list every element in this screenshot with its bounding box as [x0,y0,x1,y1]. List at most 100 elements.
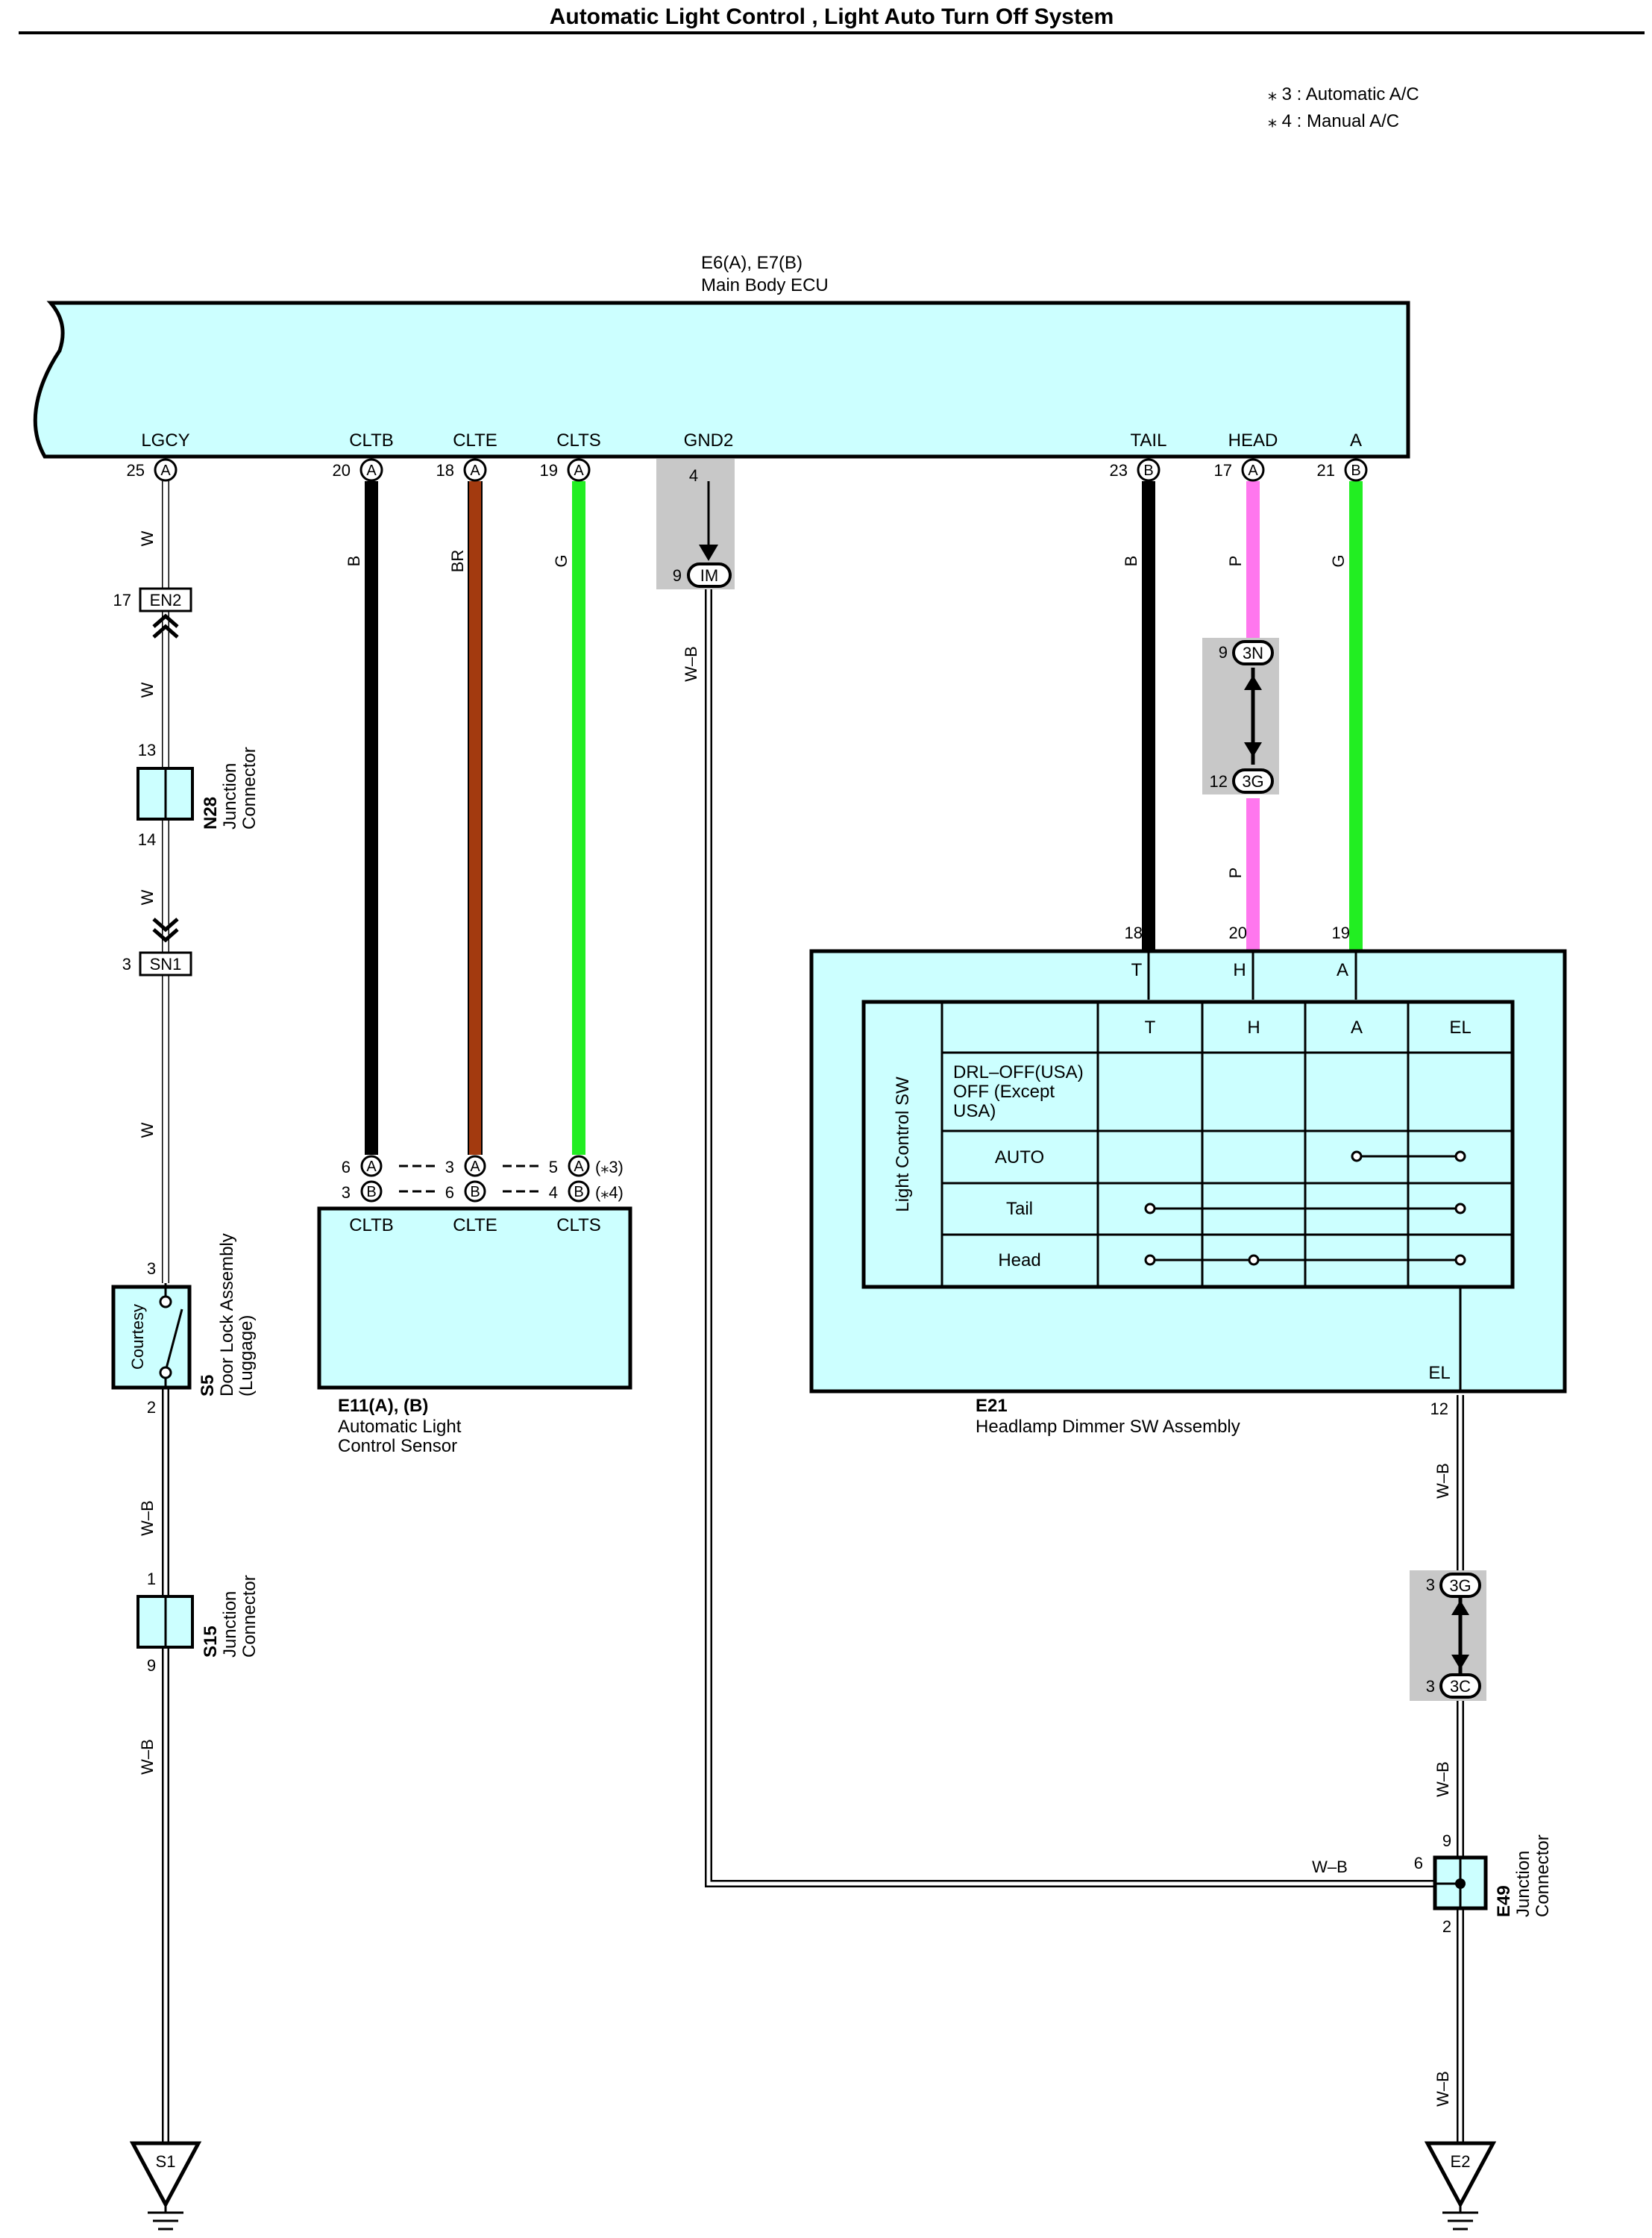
sensor-row-b-pin-2: 6 [445,1183,454,1202]
connector-sn1-pin: 3 [122,955,131,974]
s15-name-line1: Junction [220,1591,240,1658]
ecu-pin-clts-num: 19 [540,461,558,480]
wire-label-wb-s15: W–B [138,1739,157,1775]
wire-label-br-clte: BR [448,550,467,573]
e49-name-line1: Junction [1513,1851,1533,1917]
sensor-terminal-clts: CLTS [556,1215,601,1235]
connector-3g-el-pin: 3 [1426,1576,1435,1594]
connector-3n-pin: 9 [1219,643,1228,662]
n28-pin-top: 13 [138,741,156,759]
ecu-terminal-clts: CLTS [556,430,601,451]
dimmer-pin-a: 19 [1332,924,1350,942]
connector-3n: 9 3N [1219,640,1274,665]
n28-pin-bot: 14 [138,830,156,849]
sensor-row-a-conn-2: A [470,1159,480,1175]
ecu-terminal-cltb: CLTB [349,430,394,451]
dimmer-terminal-a: A [1337,960,1348,980]
connector-3g-el-label: 3G [1449,1576,1471,1595]
sensor-row-a-pin-1: 6 [342,1158,351,1176]
connector-en2-pin: 17 [113,591,131,609]
e49-name-line2: Connector [1533,1834,1553,1917]
table-row-off-line2: OFF (Except [953,1082,1055,1102]
light-control-sw-table [861,1000,1515,1289]
dimmer-pin-t: 18 [1125,924,1143,942]
sensor-connector-row-a: 6 A 3 A 5 A (⁎3) [342,1155,624,1177]
ecu-pin-cltb: 20 A [333,458,383,482]
wire-label-w-2: W [138,682,157,698]
sensor-row-a-note: (⁎3) [595,1158,624,1176]
junction-n28: 13 14 N28 Junction Connector [136,741,260,849]
s15-pin-bot: 9 [147,1656,156,1675]
ecu-pin-tail-conn: B [1143,463,1153,479]
connector-im-label: IM [700,566,718,585]
connector-3g-head-pin: 12 [1210,772,1228,791]
ecu-pin-clts-conn: A [574,463,584,479]
ground-e2-label: E2 [1451,2152,1471,2171]
table-col-t: T [1145,1018,1156,1038]
wire-label-b-tail: B [1122,556,1140,567]
3c-arrow-down [1451,1655,1469,1670]
sensor-terminal-cltb: CLTB [349,1215,394,1235]
ground-s1-label: S1 [156,2152,176,2171]
table-col-h: H [1247,1018,1260,1038]
connector-3g-el: 3 3G [1426,1573,1481,1598]
wire-label-p-head-2: P [1226,868,1245,879]
junction-s15: 1 9 S15 Junction Connector [136,1570,260,1675]
s5-name-line2: (Luggage) [236,1315,257,1397]
3g-arrow-down [1244,742,1262,757]
s5-name-line1: Door Lock Assembly [217,1233,237,1397]
sensor-e11: CLTB CLTE CLTS E11(A), (B) Automatic Lig… [317,1206,632,1456]
s5-code: S5 [198,1375,218,1397]
wire-label-g-clts: G [552,554,571,567]
e49-code: E49 [1494,1885,1514,1917]
connector-3g-head-label: 3G [1242,772,1263,791]
sensor-row-a-pin-3: 5 [549,1158,558,1176]
ecu-pin-gnd2-num: 4 [689,466,698,485]
sensor-row-b-conn-3: B [574,1184,583,1200]
sensor-name-line1: Automatic Light [338,1417,462,1437]
note-automatic-ac: ⁎ 3 : Automatic A/C [1268,84,1419,104]
ecu-pin-lgcy-num: 25 [127,461,145,480]
ecu-name: Main Body ECU [701,275,829,295]
n28-code: N28 [201,797,221,830]
table-side-label: Light Control SW [893,1076,913,1212]
dimmer-pin-el: 12 [1430,1399,1448,1418]
n28-name-line1: Junction [220,763,240,830]
ecu-terminal-gnd2: GND2 [684,430,734,451]
ecu-pin-clte-conn: A [470,463,480,479]
ecu-terminal-a: A [1350,430,1362,451]
sensor-connector-row-b: 3 B 6 B 4 B (⁎4) [342,1180,624,1203]
dimmer-terminal-el: EL [1428,1363,1450,1383]
e49-pin-left: 6 [1414,1854,1423,1872]
sensor-terminal-clte: CLTE [453,1215,497,1235]
ecu-pin-lgcy-conn: A [160,463,171,479]
ground-s1: S1 [129,2141,202,2231]
sensor-row-b-pin-3: 4 [549,1183,558,1202]
dimmer-name: Headlamp Dimmer SW Assembly [976,1417,1240,1437]
sensor-name-line2: Control Sensor [338,1436,457,1456]
connector-3c: 3 3C [1426,1673,1481,1699]
dimmer-terminal-t: T [1131,960,1143,980]
dimmer-e21: 18 20 19 T H A Light Control SW T H A EL… [809,924,1567,1437]
wire-label-wb-gnd2: W–B [682,646,700,682]
wire-label-g-a: G [1329,554,1348,567]
wire-label-wb-el-1: W–B [1433,1463,1452,1499]
sensor-row-a-conn-3: A [574,1159,584,1175]
ecu-code: E6(A), E7(B) [701,253,803,273]
dimmer-pin-h: 20 [1229,924,1247,942]
table-row-tail: Tail [1006,1199,1033,1219]
ecu-pin-a-conn: B [1351,463,1360,479]
table-col-el: EL [1449,1018,1471,1038]
connector-3c-pin: 3 [1426,1677,1435,1696]
connector-im-pin: 9 [673,566,682,585]
sensor-row-b-note: (⁎4) [595,1183,624,1202]
wire-label-w-4: W [138,1122,157,1138]
s5-pin-bot: 2 [147,1398,156,1417]
s15-code: S15 [201,1626,221,1658]
sensor-row-a-conn-1: A [366,1159,377,1175]
s15-name-line2: Connector [239,1575,260,1658]
ecu-pin-tail: 23 B [1110,458,1161,482]
connector-sn1: 3 SN1 [122,918,192,977]
e49-pin-bot: 2 [1442,1917,1451,1936]
gnd2-arrow [699,545,718,561]
